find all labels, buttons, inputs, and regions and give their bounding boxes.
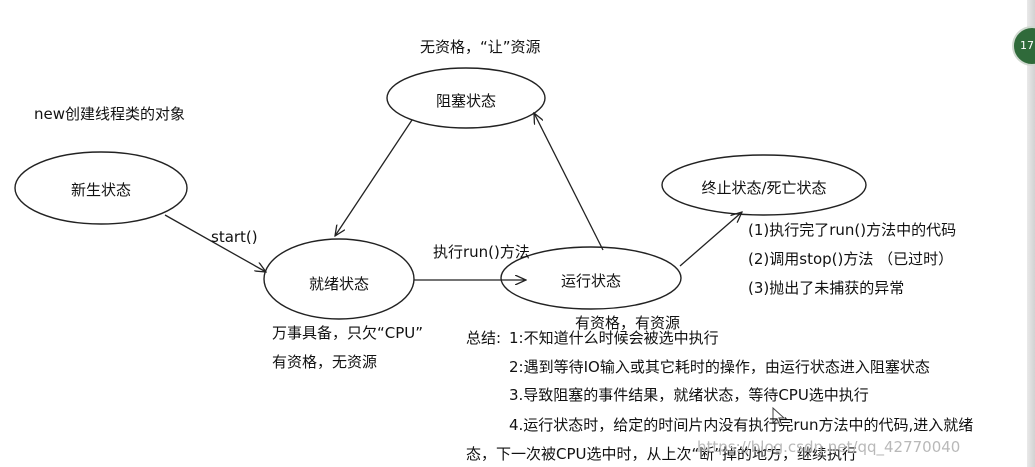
new-state-label: 新生状态 xyxy=(70,181,131,199)
termination-reason-2: (2)调用stop()方法 （已过时） xyxy=(748,250,954,268)
summary-line-5: 态，下一次被CPU选中时，从上次“断”掉的地方，继续执行 xyxy=(466,445,858,463)
termination-reason-1: (1)执行完了run()方法中的代码 xyxy=(748,221,957,239)
terminated-state-label: 终止状态/死亡状态 xyxy=(701,179,827,197)
ready-state-label: 就绪状态 xyxy=(308,275,369,293)
running-state-label: 运行状态 xyxy=(560,272,621,290)
arrow-new-to-ready xyxy=(164,214,266,272)
blocked-state-label: 阻塞状态 xyxy=(435,92,496,110)
summary-title: 总结: xyxy=(466,329,502,347)
new-object-note: new创建线程类的对象 xyxy=(34,105,186,123)
start-edge-label: start() xyxy=(211,228,258,246)
ready-note-line2: 有资格，无资源 xyxy=(272,353,378,371)
arrow-running-to-blocked xyxy=(534,113,604,251)
run-method-edge-label: 执行run()方法 xyxy=(433,243,530,261)
summary-line-3: 3.导致阻塞的事件结果，就绪状态，等待CPU选中执行 xyxy=(509,386,869,404)
termination-reason-3: (3)抛出了未捕获的异常 xyxy=(748,279,905,297)
running-state-ellipse xyxy=(500,246,682,310)
summary-line-4: 4.运行状态时，给定的时间片内没有执行完run方法中的代码,进入就绪 xyxy=(509,416,974,434)
csdn-watermark: https://blog.csdn.net/qq_42770040 xyxy=(697,438,961,456)
ready-state-ellipse xyxy=(263,238,415,320)
new-state-ellipse xyxy=(14,151,188,225)
arrow-running-to-terminated xyxy=(679,212,742,267)
summary-line-1: 1:不知道什么时候会被选中执行 xyxy=(509,329,719,347)
arrow-blocked-to-ready xyxy=(335,119,413,236)
summary-line-2: 2:遇到等待IO输入或其它耗时的操作，由运行状态进入阻塞状态 xyxy=(509,358,930,376)
mouse-cursor-icon xyxy=(772,406,786,427)
blocked-state-ellipse xyxy=(386,67,546,129)
running-note: 有资格，有资源 xyxy=(575,314,681,332)
ready-note-line1: 万事具备，只欠“CPU” xyxy=(272,324,424,342)
blocked-note: 无资格，“让”资源 xyxy=(420,38,541,56)
right-edge-bar xyxy=(1027,0,1035,467)
terminated-state-ellipse xyxy=(661,154,867,216)
